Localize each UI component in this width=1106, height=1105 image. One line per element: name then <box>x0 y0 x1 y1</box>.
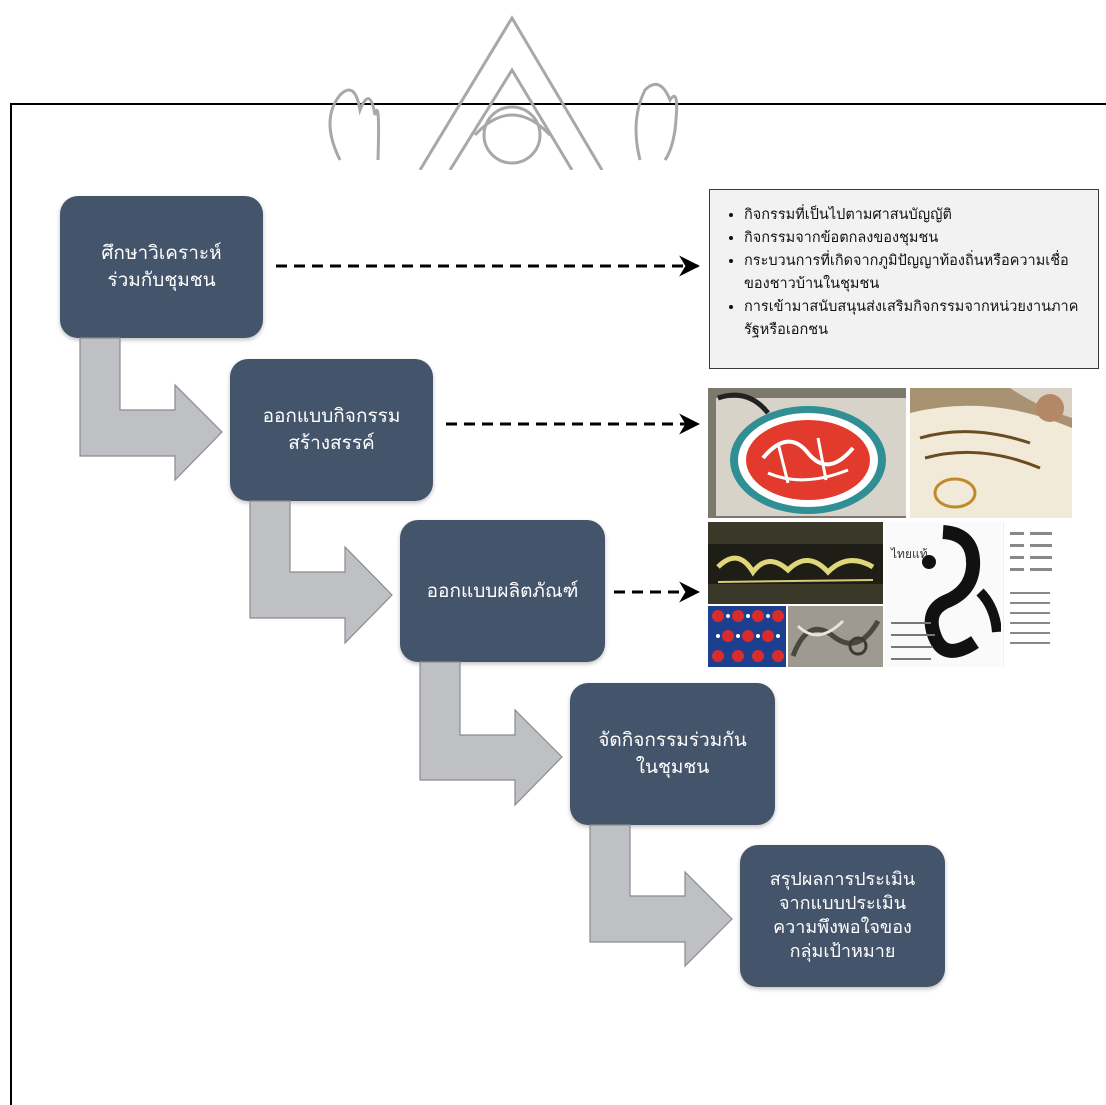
step-1-box: ศึกษาวิเคราะห์ ร่วมกับชุมชน <box>60 196 263 338</box>
step-1-line-2: ร่วมกับชุมชน <box>107 269 216 291</box>
step-4-line-1: จัดกิจกรรมร่วมกัน <box>598 729 747 751</box>
step-5-line-1: สรุปผลการประเมิน <box>769 869 916 890</box>
step-2-line-2: สร้างสรรค์ <box>288 432 375 454</box>
photo-stone-carving <box>788 606 883 667</box>
step-2-box: ออกแบบกิจกรรม สร้างสรรค์ <box>230 359 433 501</box>
step-5-line-3: ความพึงพอใจของ <box>773 917 912 938</box>
step-2-line-1: ออกแบบกิจกรรม <box>262 405 401 427</box>
step-3-box: ออกแบบผลิตภัณฑ์ <box>400 520 605 662</box>
photo-alphabet-chart <box>1003 522 1059 667</box>
page-frame <box>10 103 1106 1105</box>
step-1-line-1: ศึกษาวิเคราะห์ <box>101 242 222 264</box>
photo-tile-pattern <box>708 606 786 667</box>
bent-arrow-2 <box>249 500 393 645</box>
step-5-box: สรุปผลการประเมิน จากแบบประเมิน ความพึงพอ… <box>740 845 945 987</box>
photo-calligraphy-scroll <box>910 388 1072 518</box>
step-5-line-2: จากแบบประเมิน <box>778 893 907 914</box>
step-4-box: จัดกิจกรรมร่วมกัน ในชุมชน <box>570 683 775 825</box>
info-bullet-1: กิจกรรมที่เป็นไปตามศาสนบัญญัติ <box>744 204 1086 227</box>
info-box: กิจกรรมที่เป็นไปตามศาสนบัญญัติ กิจกรรมจา… <box>709 189 1099 369</box>
step-5-line-4: กลุ่มเป้าหมาย <box>789 941 896 962</box>
photo-thai-caption: ไทยแท้ <box>890 547 928 561</box>
bent-arrow-3 <box>419 661 563 807</box>
info-bullet-2: กิจกรรมจากข้อตกลงของชุมชน <box>744 227 1086 250</box>
bent-arrow-1 <box>79 337 223 482</box>
info-bullet-4: การเข้ามาสนับสนุนส่งเสริมกิจกรรมจากหน่วย… <box>744 296 1086 342</box>
photo-calligraphy-medallion <box>708 388 906 518</box>
emblem-watermark-icon <box>328 15 679 170</box>
info-bullet-list: กิจกรรมที่เป็นไปตามศาสนบัญญัติ กิจกรรมจา… <box>724 204 1086 342</box>
bent-arrow-4 <box>589 824 733 968</box>
photo-carved-script <box>708 522 883 604</box>
step-3-line-1: ออกแบบผลิตภัณฑ์ <box>426 579 579 602</box>
step-4-line-2: ในชุมชน <box>635 756 710 778</box>
connectors-layer <box>79 255 733 968</box>
photo-thai-letterform: ไทยแท้ <box>885 522 1001 667</box>
info-bullet-3: กระบวนการที่เกิดจากภูมิปัญญาท้องถิ่นหรือ… <box>744 250 1086 296</box>
